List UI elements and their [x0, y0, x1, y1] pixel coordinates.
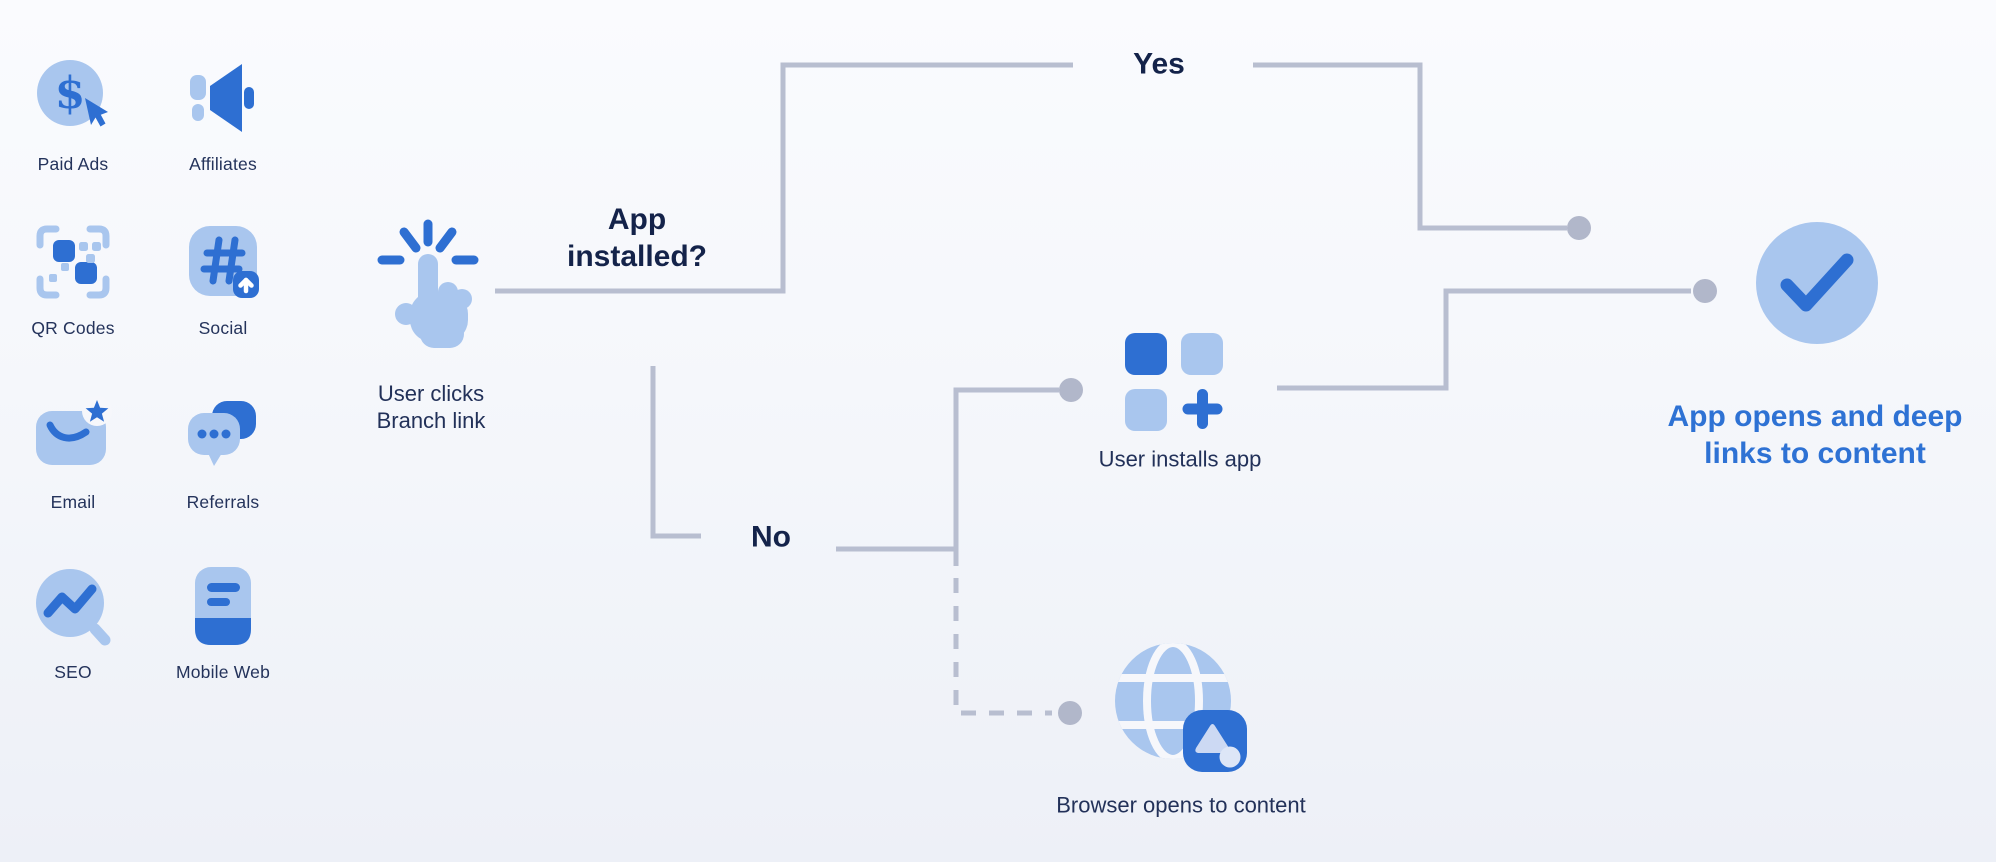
- tap-hand-icon: [366, 208, 488, 358]
- channel-email: Email: [0, 388, 146, 513]
- no-label: No: [751, 520, 791, 554]
- channel-paid-ads: $ Paid Ads: [0, 50, 146, 175]
- channel-label: SEO: [54, 662, 92, 682]
- chat-bubbles-icon: [150, 388, 296, 483]
- connector-dot-browser: [1058, 701, 1082, 725]
- channel-label: Mobile Web: [175, 662, 271, 682]
- chart-magnifier-icon: [0, 558, 146, 653]
- envelope-star-icon: [0, 388, 146, 483]
- app-grid-plus-icon: [1125, 333, 1225, 433]
- channel-mobile-web: Mobile Web: [150, 558, 296, 683]
- checkmark-circle-icon: [1750, 216, 1884, 350]
- channel-qr-codes: QR Codes: [0, 214, 146, 339]
- channel-label: Social: [198, 318, 248, 338]
- user-installs-label: User installs app: [1098, 446, 1262, 472]
- channel-affiliates: Affiliates: [150, 50, 296, 175]
- connector-install-to-check: [1277, 288, 1691, 391]
- connector-dot-install: [1059, 378, 1083, 402]
- browser-opens-label: Browser opens to content: [1056, 792, 1306, 818]
- channel-referrals: Referrals: [150, 388, 296, 513]
- app-opens-label: App opens and deep links to content: [1667, 400, 1963, 470]
- yes-label: Yes: [1133, 47, 1185, 81]
- megaphone-icon: [150, 50, 296, 145]
- channel-label: Paid Ads: [37, 154, 109, 174]
- channel-social: Social: [150, 214, 296, 339]
- globe-browser-icon: [1093, 612, 1273, 792]
- hashtag-share-icon: [150, 214, 296, 309]
- channel-label: Affiliates: [189, 154, 257, 174]
- decision-label: App installed?: [566, 203, 708, 273]
- channel-label: Referrals: [186, 492, 260, 512]
- connector-no-left: [650, 366, 701, 539]
- svg-text:$: $: [55, 68, 86, 119]
- connector-dot-check: [1693, 279, 1717, 303]
- qr-code-icon: [0, 214, 146, 309]
- user-clicks-label: User clicks Branch link: [376, 381, 486, 433]
- connector-yes-left: [495, 62, 1073, 294]
- channel-seo: SEO: [0, 558, 146, 683]
- mobile-book-icon: [150, 558, 296, 653]
- connector-yes-right: [1253, 62, 1567, 231]
- dollar-cursor-icon: $: [0, 50, 146, 145]
- channel-label: Email: [50, 492, 96, 512]
- channel-label: QR Codes: [31, 318, 115, 338]
- connector-install-branch: [953, 387, 1059, 566]
- connector-dot-yes: [1567, 216, 1591, 240]
- connector-browser-branch: [953, 578, 1052, 716]
